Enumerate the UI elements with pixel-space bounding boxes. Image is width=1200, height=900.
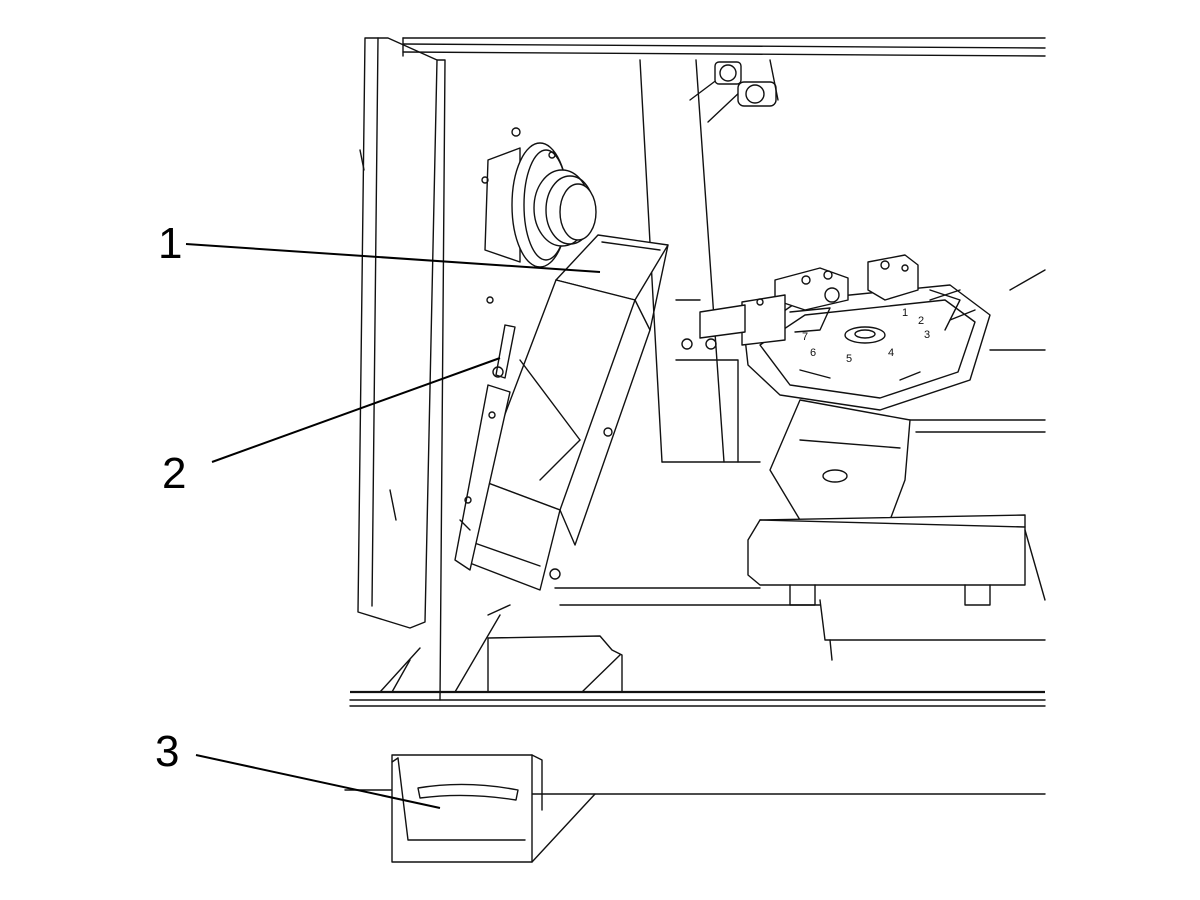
spindle-chuck [481,127,597,304]
leader-line-3 [195,754,441,809]
lower-chip-area [379,587,821,693]
callout-3-label: 3 [155,727,180,776]
leader-line-1 [185,243,601,273]
callout-2-label: 2 [162,449,187,498]
enclosure-left-wall [357,37,446,701]
tool-turret: 1 2 3 4 5 6 7 [681,254,991,411]
chip-drawer [344,754,1046,863]
turret-base [747,269,1046,661]
turret-label: 4 [888,347,894,359]
parts-catcher [461,234,669,591]
turret-label: 3 [924,329,930,341]
top-rail [402,37,1046,57]
turret-label: 5 [846,353,852,365]
callout-1-label: 1 [158,219,183,268]
turret-label: 7 [802,331,808,343]
leader-line-2 [211,357,501,463]
turret-label: 2 [918,315,924,327]
turret-label: 6 [810,347,816,359]
turret-label: 1 [902,307,908,319]
enclosure-base [349,690,1046,707]
coolant-nozzles [689,59,779,123]
leader-lines [185,243,601,809]
